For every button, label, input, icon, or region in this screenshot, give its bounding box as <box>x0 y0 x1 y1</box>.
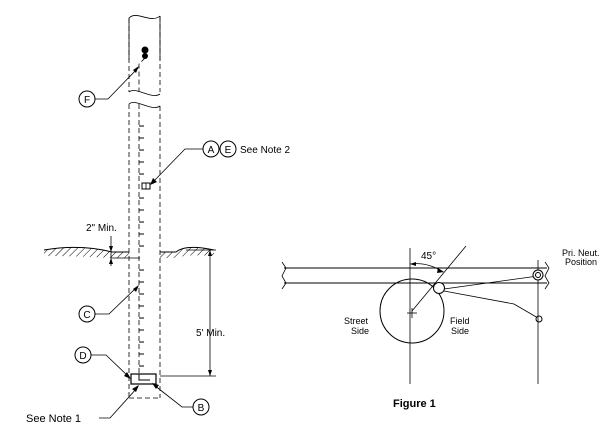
field-side-label-2: Side <box>451 326 469 336</box>
callout-d-text: D <box>79 351 86 362</box>
pole-elevation: 2" Min. 5' Min. F A E See Note 2 C D <box>26 15 290 425</box>
pri-neut-outer-icon <box>532 269 544 281</box>
pri-neut-label-1: Pri. Neut. <box>562 248 600 258</box>
figure-1: 45° Pri. Neut. Position Street Side Fiel… <box>281 245 600 410</box>
callout-f-text: F <box>84 95 90 106</box>
callout-b-leader <box>153 384 193 408</box>
pole-top-break <box>128 15 161 19</box>
callout-e-text: E <box>225 145 232 156</box>
callout-c-leader <box>95 286 138 315</box>
angle-arc-arrow-right <box>437 268 444 273</box>
top-insulator-icon <box>141 46 149 54</box>
angle-label: 45° <box>421 251 436 262</box>
crossarm-break-right <box>544 261 550 290</box>
callout-a-text: A <box>208 145 215 156</box>
two-in-arrow-top <box>109 246 113 252</box>
callout-c-text: C <box>83 310 90 321</box>
pole-section-circle <box>379 278 445 344</box>
pole-mid-break-upper <box>128 90 161 96</box>
street-side-label-2: Side <box>351 326 369 336</box>
see-note-2: See Note 2 <box>240 145 290 156</box>
two-in-arrow-bottom <box>109 258 113 264</box>
five-ft-arrow-top <box>208 250 212 256</box>
angle-45-line <box>411 245 467 312</box>
figure-caption: Figure 1 <box>393 398 436 410</box>
callout-d-leader <box>91 354 130 378</box>
callout-ae-leader <box>151 148 203 184</box>
pole-mid-break-lower <box>128 102 161 108</box>
callout-ae-arrow <box>150 178 157 185</box>
lead-end-circle <box>535 315 543 323</box>
callout-b-text: B <box>198 403 205 414</box>
ground-wire-staples <box>139 125 144 367</box>
callout-f-leader <box>95 67 139 100</box>
five-ft-min-label: 5' Min. <box>196 328 225 339</box>
callout-f-arrow <box>133 66 139 73</box>
see-note-1: See Note 1 <box>26 413 81 425</box>
see-note-1-arrow <box>132 385 139 392</box>
butt-plate-lead <box>138 374 150 381</box>
callout-b-arrow <box>152 383 159 389</box>
top-insulator-lower-icon <box>142 53 148 59</box>
ground-wire-position-icon <box>433 282 445 294</box>
butt-plate <box>130 373 157 385</box>
pri-neut-inner-icon <box>535 272 541 278</box>
ground-lead-line <box>443 275 539 290</box>
ground-lead-curve <box>443 290 539 319</box>
callout-d-arrow <box>124 372 131 379</box>
street-side-label-1: Street <box>344 316 369 326</box>
see-note-1-leader <box>99 387 138 419</box>
two-in-min-label: 2" Min. <box>86 223 117 234</box>
pri-neut-label-2: Position <box>565 257 597 267</box>
callout-c-arrow <box>133 285 139 292</box>
ground-wire-upper <box>138 57 146 92</box>
angle-arc-arrow-left <box>410 262 416 266</box>
callout-e <box>219 140 237 158</box>
crossarm-break-left <box>281 261 287 290</box>
five-ft-arrow-bottom <box>208 370 212 376</box>
field-side-label-1: Field <box>450 316 470 326</box>
